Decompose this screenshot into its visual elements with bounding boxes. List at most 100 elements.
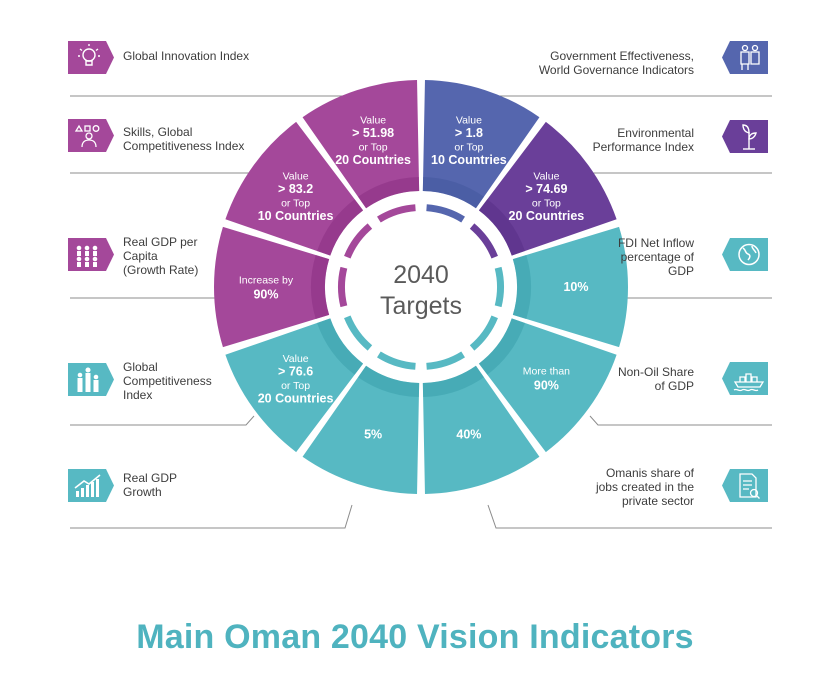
segment-shape bbox=[478, 318, 617, 453]
segment-text: > 51.98 bbox=[352, 126, 394, 140]
inner-ring-arc bbox=[426, 351, 465, 370]
segment-rim bbox=[478, 199, 525, 256]
leader-line bbox=[589, 415, 772, 426]
label-competitiveness: Global Competitiveness Index bbox=[123, 360, 212, 402]
label-omanis: Omanis share of jobs created in the priv… bbox=[595, 466, 694, 508]
segment-shape bbox=[225, 121, 364, 256]
segment-rim bbox=[422, 177, 484, 209]
segment-text: 20 Countries bbox=[509, 209, 585, 223]
segment-text: 20 Countries bbox=[335, 153, 411, 167]
segment-omanis: 40% bbox=[422, 351, 540, 494]
segment-text: or Top bbox=[281, 380, 310, 392]
segment-rim bbox=[311, 255, 330, 319]
segment-rim bbox=[478, 318, 525, 375]
growth-chart-icon bbox=[68, 469, 114, 502]
segment-text: or Top bbox=[454, 141, 483, 153]
segment-text: 90% bbox=[253, 288, 278, 302]
inner-ring-arc bbox=[469, 223, 498, 259]
plant-icon bbox=[722, 120, 768, 153]
leader-line bbox=[483, 95, 772, 107]
segment-text: More than bbox=[523, 366, 570, 378]
inner-ring-arc bbox=[344, 223, 373, 259]
segment-text: Increase by bbox=[239, 275, 294, 287]
label-environment: Environmental Performance Index bbox=[592, 126, 694, 154]
segment-text: 90% bbox=[534, 379, 559, 393]
center-year: 2040 bbox=[393, 261, 449, 289]
leader-line bbox=[487, 504, 772, 529]
inner-ring-arc bbox=[377, 204, 416, 223]
leader-line bbox=[70, 504, 353, 529]
skills-people-icon bbox=[68, 119, 114, 152]
label-governance: Government Effectiveness, World Governan… bbox=[538, 49, 694, 77]
segment-rim bbox=[317, 318, 364, 375]
segment-text: Value bbox=[283, 171, 309, 183]
segment-shape bbox=[478, 121, 617, 256]
ship-icon bbox=[722, 362, 768, 395]
leader-line bbox=[585, 172, 772, 181]
segment-shape bbox=[422, 80, 540, 209]
segment-text: > 83.2 bbox=[278, 182, 313, 196]
lightbulb-icon bbox=[68, 41, 114, 74]
inner-ring-arc bbox=[426, 204, 465, 223]
segment-text: 10 Countries bbox=[431, 153, 507, 167]
population-icon bbox=[68, 238, 114, 271]
segment-text: 20 Countries bbox=[258, 391, 334, 405]
segment-rim bbox=[317, 199, 364, 256]
segment-text: Value bbox=[360, 114, 386, 126]
label-gdp-growth: Real GDP Growth bbox=[123, 471, 178, 499]
segment-rim bbox=[358, 365, 420, 397]
segment-shape bbox=[213, 226, 330, 348]
segment-text: or Top bbox=[281, 198, 310, 210]
podium-icon bbox=[68, 363, 114, 396]
segment-text: Value bbox=[283, 353, 309, 365]
inner-ring-arc bbox=[344, 315, 373, 351]
leader-line bbox=[70, 95, 363, 107]
segment-shape bbox=[225, 318, 364, 453]
label-gdp-capita: Real GDP per Capita (Growth Rate) bbox=[123, 235, 199, 277]
main-title: Main Oman 2040 Vision Indicators bbox=[136, 618, 694, 656]
segment-shape bbox=[302, 365, 420, 494]
segment-text: 5% bbox=[364, 427, 382, 441]
segment-text: Value bbox=[533, 171, 559, 183]
document-icon bbox=[722, 469, 768, 502]
segment-text: Value bbox=[456, 114, 482, 126]
inner-ring-arc bbox=[377, 351, 416, 370]
segment-text: > 76.6 bbox=[278, 364, 313, 378]
label-fdi: FDI Net Inflow percentage of GDP bbox=[617, 236, 694, 278]
globe-icon bbox=[722, 238, 768, 271]
inner-ring-arc bbox=[494, 266, 505, 308]
label-skills: Skills, Global Competitiveness Index bbox=[123, 125, 245, 153]
segment-text: 10 Countries bbox=[258, 209, 334, 223]
leader-line bbox=[70, 415, 255, 426]
government-people-icon bbox=[722, 41, 768, 74]
center-label: Targets bbox=[380, 292, 462, 320]
segment-rim bbox=[358, 177, 420, 209]
segment-fdi: 10% bbox=[494, 226, 628, 348]
segment-text: or Top bbox=[359, 141, 388, 153]
segment-shape bbox=[302, 80, 420, 209]
segment-shape bbox=[512, 226, 628, 348]
inner-ring-arc bbox=[338, 266, 348, 308]
segment-text: or Top bbox=[532, 198, 561, 210]
label-nonoil: Non-Oil Share of GDP bbox=[617, 365, 694, 393]
segment-text: > 74.69 bbox=[525, 182, 567, 196]
inner-ring-arc bbox=[469, 315, 498, 351]
segment-text: 10% bbox=[563, 280, 588, 294]
segment-gdp-growth: 5% bbox=[302, 351, 420, 494]
leader-line bbox=[70, 172, 259, 181]
label-innovation: Global Innovation Index bbox=[123, 49, 250, 63]
segment-rim bbox=[422, 365, 484, 397]
segment-text: > 1.8 bbox=[455, 126, 483, 140]
segment-text: 40% bbox=[456, 427, 481, 441]
segment-rim bbox=[512, 255, 532, 319]
segment-shape bbox=[422, 365, 540, 494]
